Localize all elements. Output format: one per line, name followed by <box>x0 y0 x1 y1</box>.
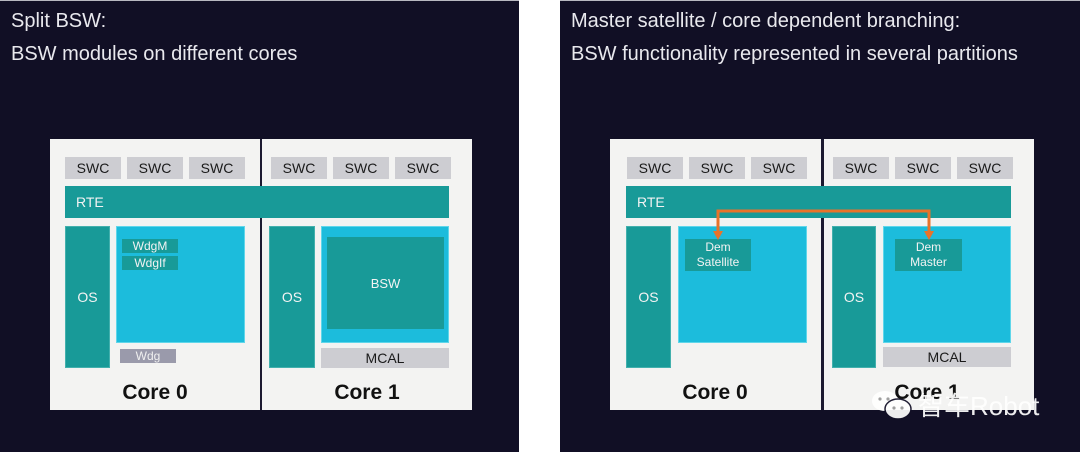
dem-label: Dem <box>705 240 731 254</box>
satellite-label: Satellite <box>696 255 740 269</box>
swc-box: SWC <box>271 157 327 179</box>
master-label: Master <box>910 255 947 269</box>
swc-box: SWC <box>65 157 121 179</box>
core-divider <box>260 139 262 410</box>
wdgif-module: WdgIf <box>122 256 178 270</box>
wechat-icon <box>872 390 912 420</box>
swc-box: SWC <box>627 157 683 179</box>
dem-master-module: Dem Master <box>895 239 962 271</box>
core0-label: Core 0 <box>682 381 748 404</box>
core0-label: Core 0 <box>122 381 188 404</box>
watermark: 智车Robot <box>870 386 1039 423</box>
arrowhead-left <box>713 231 723 240</box>
os-block: OS <box>832 226 876 368</box>
connector-line <box>716 209 931 236</box>
swc-box: SWC <box>751 157 807 179</box>
os-block: OS <box>65 226 110 368</box>
os-block: OS <box>269 226 315 368</box>
swc-box: SWC <box>189 157 245 179</box>
rte-bar: RTE <box>626 186 1011 218</box>
swc-box: SWC <box>895 157 951 179</box>
rte-bar: RTE <box>65 186 449 218</box>
core-divider <box>821 139 824 410</box>
swc-box: SWC <box>395 157 451 179</box>
swc-box: SWC <box>333 157 389 179</box>
arrowhead-right <box>924 231 934 240</box>
core1-label: Core 1 <box>334 381 400 404</box>
left-title-line1: Split BSW: <box>11 10 107 32</box>
wdgm-module: WdgM <box>122 239 178 253</box>
wdg-module: Wdg <box>120 349 176 363</box>
os-block: OS <box>626 226 671 368</box>
mcal-block: MCAL <box>321 348 449 368</box>
dem-satellite-module: Dem Satellite <box>685 239 751 271</box>
swc-box: SWC <box>127 157 183 179</box>
right-title-line1: Master satellite / core dependent branch… <box>571 10 961 32</box>
left-title-line2: BSW modules on different cores <box>11 43 298 65</box>
swc-box: SWC <box>689 157 745 179</box>
mcal-block: MCAL <box>883 347 1011 367</box>
watermark-text: 智车Robot <box>918 391 1040 421</box>
dem-label: Dem <box>915 240 942 254</box>
right-title-line2: BSW functionality represented in several… <box>571 43 1018 65</box>
swc-box: SWC <box>957 157 1013 179</box>
swc-box: SWC <box>833 157 889 179</box>
core1-label: Core 1 <box>894 381 960 404</box>
bsw-module: BSW <box>327 237 444 329</box>
